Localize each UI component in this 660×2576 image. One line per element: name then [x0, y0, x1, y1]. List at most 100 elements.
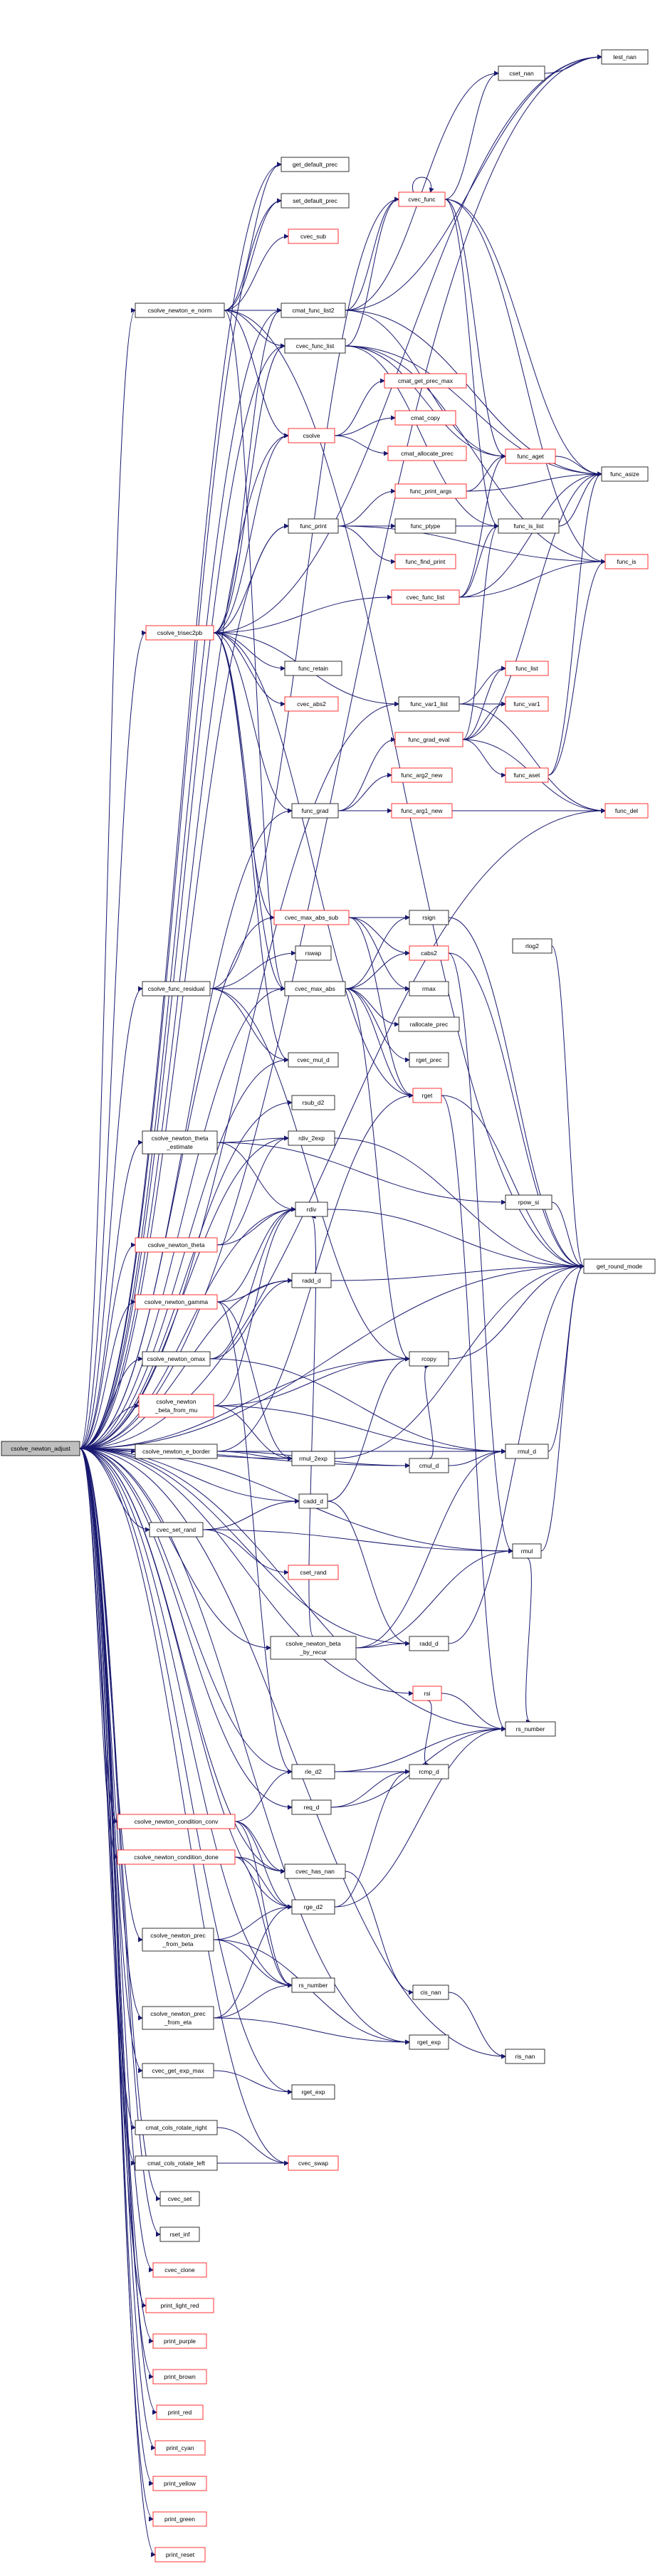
function-node[interactable]: cvec_abs2 — [284, 696, 339, 712]
function-node[interactable]: func_is — [604, 554, 649, 569]
function-node[interactable]: cmat_copy — [394, 410, 456, 426]
function-node[interactable]: csolve_trisec2pb — [145, 625, 214, 641]
function-node[interactable]: func_arg2_new — [391, 767, 453, 783]
function-node[interactable]: csolve_newton_e_border — [135, 1444, 218, 1459]
function-node[interactable]: cis_nan — [412, 1984, 449, 2000]
function-node[interactable]: rs_number — [505, 1721, 556, 1737]
function-node[interactable]: cmat_allocate_prec — [387, 446, 467, 461]
function-node[interactable]: cmat_cols_rotate_left — [135, 2155, 218, 2171]
function-node[interactable]: func_find_print — [394, 554, 456, 569]
function-node[interactable]: csolve_newton_condition_conv — [117, 1814, 236, 1829]
function-node[interactable]: print_reset — [154, 2547, 206, 2562]
function-node[interactable]: csolve_newton_beta_by_recur — [270, 1636, 357, 1660]
function-node[interactable]: rmul_d — [505, 1444, 549, 1459]
function-node[interactable]: rsub_d2 — [291, 1095, 335, 1110]
function-node[interactable]: rget_exp — [291, 2084, 335, 2100]
function-node[interactable]: set_default_prec — [281, 193, 350, 209]
function-node[interactable]: print_green — [152, 2511, 207, 2527]
function-node[interactable]: print_yellow — [152, 2476, 207, 2491]
function-node[interactable]: req_d — [291, 1799, 332, 1815]
function-node[interactable]: cabs2 — [409, 945, 449, 961]
root-function-node[interactable]: csolve_newton_adjust — [1, 1441, 80, 1456]
function-node[interactable]: cvec_mul_d — [288, 1052, 339, 1068]
function-node[interactable]: cvec_max_abs — [284, 981, 346, 997]
function-node[interactable]: cvec_set_rand — [149, 1522, 204, 1537]
function-node[interactable]: get_default_prec — [281, 157, 350, 172]
function-node[interactable]: csolve_newton_theta_estimate — [142, 1130, 218, 1155]
function-node[interactable]: rlog2 — [512, 938, 552, 954]
function-node[interactable]: rmax — [409, 981, 449, 997]
function-node[interactable]: csolve_newton_condition_done — [117, 1849, 236, 1865]
function-node[interactable]: rget_prec — [409, 1052, 449, 1068]
function-node[interactable]: rallocate_prec — [398, 1016, 460, 1032]
function-node[interactable]: cmat_func_list2 — [281, 303, 346, 318]
function-node[interactable]: cvec_clone — [152, 2262, 207, 2278]
function-node[interactable]: cset_rand — [288, 1565, 339, 1580]
function-node[interactable]: rle_d2 — [291, 1764, 335, 1779]
function-node[interactable]: csolve_newton_prec_from_eta — [142, 2006, 214, 2030]
function-node[interactable]: rcmp_d — [409, 1764, 449, 1779]
function-node[interactable]: cadd_d — [298, 1493, 328, 1509]
function-node[interactable]: rdiv_2exp — [288, 1130, 335, 1146]
function-node[interactable]: cvec_swap — [288, 2155, 339, 2171]
function-node[interactable]: cvec_func — [398, 191, 446, 207]
function-node[interactable]: csolve_newton_e_norm — [135, 303, 225, 318]
function-node[interactable]: rset_inf — [159, 2227, 200, 2242]
function-node[interactable]: cset_nan — [498, 65, 545, 81]
function-node[interactable]: func_print — [288, 518, 339, 534]
function-node[interactable]: cmat_get_prec_max — [384, 373, 467, 389]
function-node[interactable]: csolve_func_residual — [142, 981, 211, 997]
function-node[interactable]: rget — [412, 1088, 442, 1103]
function-node[interactable]: func_ptype — [394, 518, 456, 534]
function-node[interactable]: cvec_func_list — [284, 338, 346, 354]
function-node[interactable]: print_light_red — [145, 2298, 214, 2313]
function-node[interactable]: cvec_max_abs_sub — [273, 910, 350, 925]
function-node[interactable]: rcopy — [409, 1351, 449, 1367]
function-node[interactable]: func_retain — [284, 661, 342, 676]
function-node[interactable]: rpow_si — [505, 1194, 552, 1210]
function-node[interactable]: func_var1_list — [398, 696, 460, 712]
function-node[interactable]: radd_d — [291, 1273, 332, 1288]
function-node[interactable]: rget_exp — [409, 2034, 449, 2050]
function-node[interactable]: func_del — [604, 803, 649, 819]
function-node[interactable]: rswap — [295, 945, 332, 961]
function-node[interactable]: get_round_mode — [583, 1258, 656, 1274]
function-node[interactable]: cmul_d — [409, 1458, 449, 1473]
function-node[interactable]: rs_number — [291, 1977, 335, 1993]
function-node[interactable]: rdiv — [295, 1202, 328, 1217]
function-node[interactable]: rsi — [412, 1686, 442, 1701]
function-node[interactable]: csolve_newton_omax — [142, 1351, 211, 1367]
function-node[interactable]: csolve_newton_prec_from_beta — [142, 1928, 214, 1952]
function-node[interactable]: cvec_has_nan — [284, 1863, 346, 1879]
function-node[interactable]: func_grad_eval — [394, 732, 463, 747]
function-node[interactable]: func_arg1_new — [391, 803, 453, 819]
function-node[interactable]: cvec_func_list — [391, 589, 460, 605]
function-node[interactable]: print_cyan — [154, 2440, 206, 2456]
function-node[interactable]: func_list — [505, 661, 549, 676]
function-node[interactable]: radd_d — [409, 1636, 449, 1651]
function-node[interactable]: ris_nan — [505, 2049, 545, 2064]
function-node[interactable]: rmul — [512, 1543, 542, 1559]
function-node[interactable]: print_red — [156, 2404, 204, 2420]
function-node[interactable]: csolve_newton_beta_from_mu — [138, 1394, 214, 1418]
function-node[interactable]: func_aget — [505, 448, 556, 464]
function-node[interactable]: func_asize — [601, 466, 649, 482]
function-node[interactable]: rge_d2 — [291, 1899, 335, 1915]
function-node[interactable]: print_brown — [152, 2369, 207, 2385]
function-node[interactable]: csolve — [288, 428, 335, 443]
function-node[interactable]: cmat_cols_rotate_right — [135, 2120, 218, 2135]
function-node[interactable]: test_nan — [601, 49, 649, 65]
function-node[interactable]: func_is_list — [498, 518, 560, 534]
function-node[interactable]: rsign — [409, 910, 449, 925]
function-node[interactable]: rmul_2exp — [291, 1451, 335, 1466]
function-node[interactable]: func_print_args — [394, 483, 467, 499]
function-node[interactable]: cvec_sub — [288, 228, 339, 244]
function-node[interactable]: csolve_newton_theta — [135, 1237, 218, 1253]
function-node[interactable]: csolve_newton_gamma — [135, 1294, 218, 1310]
function-node[interactable]: func_var1 — [505, 696, 549, 712]
function-node[interactable]: func_grad — [291, 803, 339, 819]
function-node[interactable]: print_purple — [152, 2333, 207, 2349]
function-node[interactable]: cvec_get_exp_max — [142, 2063, 214, 2078]
function-node[interactable]: func_aset — [505, 767, 549, 783]
function-node[interactable]: cvec_set — [159, 2191, 200, 2207]
